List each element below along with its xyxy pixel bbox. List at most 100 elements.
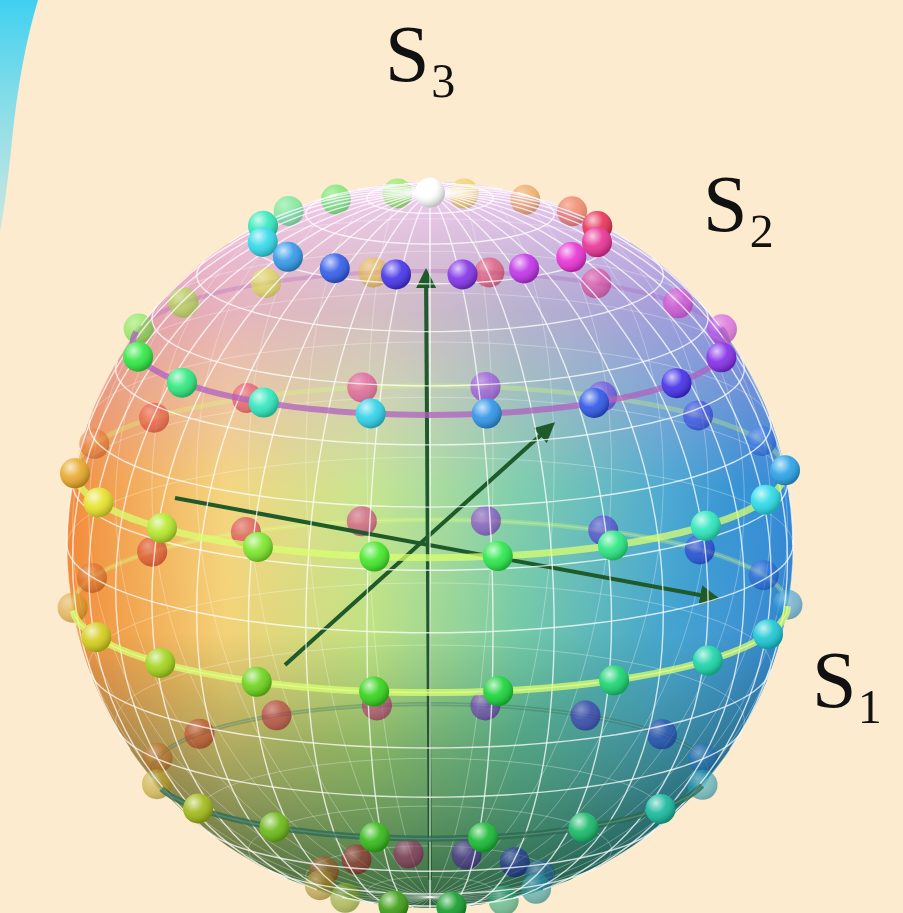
state-dot xyxy=(448,260,478,290)
grid-line xyxy=(152,193,430,890)
axis-label: S₁ xyxy=(812,640,884,720)
state-dot xyxy=(379,891,409,913)
dot-shine xyxy=(747,426,777,456)
dot-shine xyxy=(662,368,692,398)
state-dot xyxy=(483,541,513,571)
grid-line xyxy=(430,193,793,545)
grid-line xyxy=(152,196,430,897)
state-dot xyxy=(598,530,628,560)
state-dot xyxy=(169,288,199,318)
state-dot xyxy=(581,268,611,298)
state-dot xyxy=(471,372,501,402)
state-dot xyxy=(483,676,513,706)
grid-line xyxy=(161,785,702,838)
dot-shine xyxy=(468,822,498,852)
state-dot xyxy=(139,403,169,433)
dot-shine xyxy=(472,399,502,429)
state-dot xyxy=(770,455,800,485)
dot-shine xyxy=(360,822,390,852)
dot-shine xyxy=(500,847,530,877)
state-dot xyxy=(582,227,612,257)
dot-shine xyxy=(273,242,303,272)
dot-shine xyxy=(598,530,628,560)
dot-shine xyxy=(691,511,721,541)
state-dot xyxy=(691,511,721,541)
state-dot xyxy=(242,667,272,697)
state-dot xyxy=(683,400,713,430)
grid-back xyxy=(67,182,793,908)
grid-line xyxy=(120,729,743,797)
state-dot xyxy=(260,812,290,842)
grid-line xyxy=(67,193,430,545)
dot-shine xyxy=(415,178,445,208)
state-dot xyxy=(248,227,278,257)
state-dot xyxy=(706,342,736,372)
state-dot xyxy=(360,822,390,852)
grid-line xyxy=(89,193,430,838)
state-dot xyxy=(571,701,601,731)
sphere-body xyxy=(67,182,793,908)
dot-shine xyxy=(60,458,90,488)
grid-line xyxy=(430,193,771,838)
dot-shine xyxy=(436,892,466,913)
grid-line xyxy=(161,785,702,838)
corner-blob xyxy=(0,0,38,232)
dot-shine xyxy=(243,532,273,562)
state-dot xyxy=(243,532,273,562)
dot-shine xyxy=(394,838,424,868)
dot-shine xyxy=(579,388,609,418)
dot-shine xyxy=(556,242,586,272)
state-dot xyxy=(249,388,279,418)
state-dot xyxy=(145,648,175,678)
state-dot xyxy=(436,892,466,913)
state-dot xyxy=(81,622,111,652)
state-dot xyxy=(747,426,777,456)
grid-line xyxy=(117,293,430,361)
state-dot xyxy=(273,242,303,272)
grid-line xyxy=(430,704,708,785)
dot-shine xyxy=(509,253,539,283)
grid-line xyxy=(306,193,430,907)
dot-shine xyxy=(183,794,213,824)
sphere-shade xyxy=(67,182,793,908)
dot-shine xyxy=(262,700,292,730)
grid-line xyxy=(430,190,558,205)
dot-shine xyxy=(320,253,350,283)
state-dot xyxy=(500,847,530,877)
state-dot xyxy=(415,178,445,208)
dot-shine xyxy=(147,513,177,543)
dot-shine xyxy=(571,701,601,731)
state-dot xyxy=(147,513,177,543)
grid-front xyxy=(67,182,793,908)
axes xyxy=(175,272,716,880)
dot-shine xyxy=(260,812,290,842)
grid-line xyxy=(73,193,431,750)
grid-line xyxy=(429,193,430,908)
dot-shine xyxy=(359,677,389,707)
state-dot xyxy=(79,429,109,459)
state-dot xyxy=(662,368,692,398)
dot-shine xyxy=(770,455,800,485)
dot-shine xyxy=(248,227,278,257)
dot-shine xyxy=(751,485,781,515)
dot-shine xyxy=(169,288,199,318)
dots-front xyxy=(60,178,800,913)
state-dot xyxy=(183,794,213,824)
dot-shine xyxy=(582,227,612,257)
dot-shine xyxy=(448,260,478,290)
grid-line xyxy=(430,182,493,897)
grid-line xyxy=(430,193,719,326)
state-dot xyxy=(753,619,783,649)
dot-shine xyxy=(646,794,676,824)
sphere-shine xyxy=(67,182,793,908)
grid-line xyxy=(430,185,612,897)
dot-shine xyxy=(347,372,377,402)
grid-line xyxy=(430,193,708,890)
dot-shine xyxy=(84,488,114,518)
state-dot xyxy=(167,368,197,398)
grid-line xyxy=(75,463,785,558)
dot-shine xyxy=(471,506,501,536)
axis-label: S₃ xyxy=(385,14,457,94)
dot-shine xyxy=(356,399,386,429)
